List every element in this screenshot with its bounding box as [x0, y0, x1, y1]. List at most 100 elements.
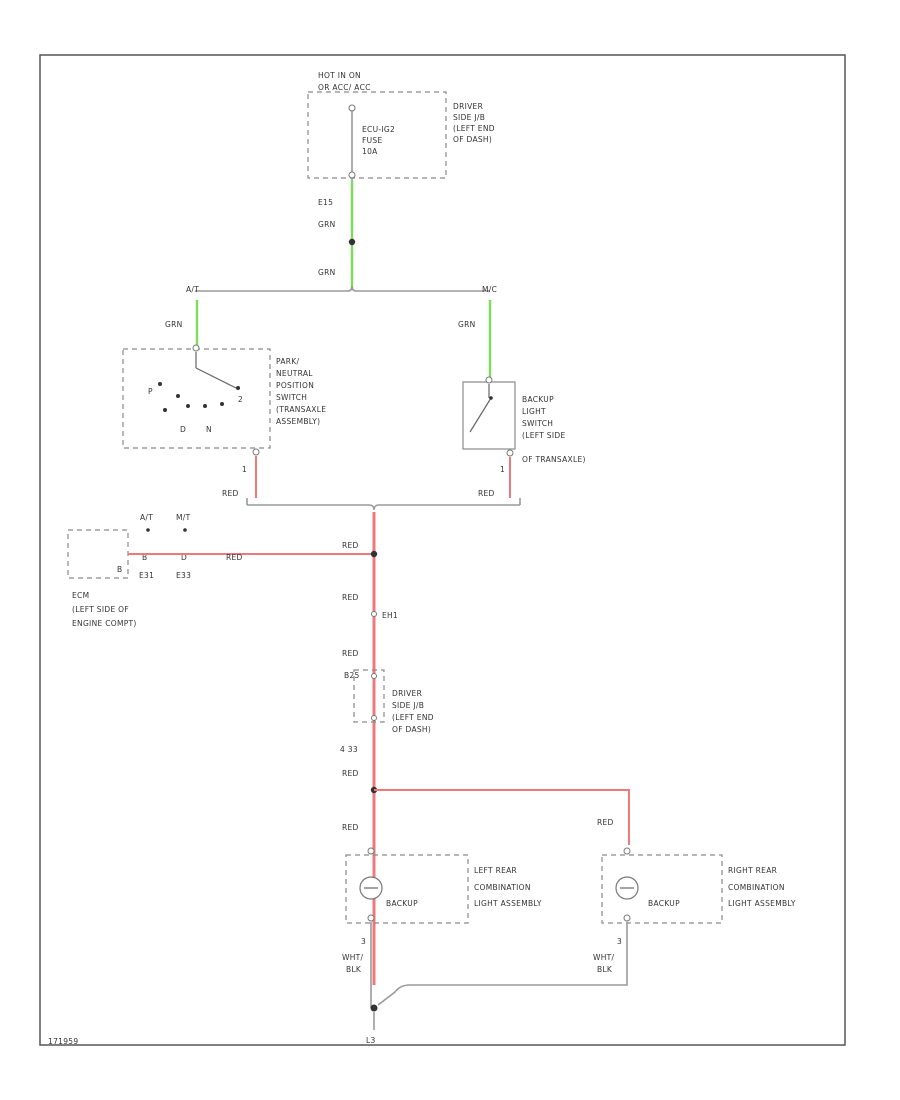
- fuse-terminal-bottom: [348, 171, 356, 179]
- right-lamp-pin: 3: [617, 937, 622, 946]
- connector-eh1: EH1: [382, 611, 398, 620]
- wire-gnd-right: [377, 922, 628, 1006]
- pnp-terminal-bottom: [252, 448, 260, 456]
- left-lamp-terminal-bottom: [367, 914, 375, 922]
- left-lamp-bulb: BACKUP: [386, 899, 418, 908]
- ecm-pin-e33: E33: [176, 571, 191, 580]
- pnp-label-5: (TRANSAXLE: [276, 405, 326, 414]
- wire-color-red-trunk-4: RED: [342, 769, 359, 778]
- ecm-col1-dot: [146, 528, 150, 532]
- left-lamp-label-3: LIGHT ASSEMBLY: [474, 899, 542, 908]
- wire-color-gnd-right-1: WHT/: [593, 953, 615, 962]
- pnp-pos-2: 2: [238, 395, 243, 404]
- wire-color-gnd-left-1: WHT/: [342, 953, 364, 962]
- left-lamp-pin: 3: [361, 937, 366, 946]
- fuse-location-2: SIDE J/B: [453, 113, 485, 122]
- fuse-location-3: (LEFT END: [453, 124, 495, 133]
- wire-color-gnd-right-2: BLK: [597, 965, 613, 974]
- ecm-label-3: ENGINE COMPT): [72, 619, 137, 628]
- left-lamp-terminal-top: [367, 847, 375, 855]
- jb-lower-location-4: OF DASH): [392, 725, 431, 734]
- pnp-pos-1: P: [148, 387, 153, 396]
- wire-color-red-right-lamp: RED: [597, 818, 614, 827]
- pnp-label-1: PARK/: [276, 357, 300, 366]
- wire-color-gnd-left-2: BLK: [346, 965, 362, 974]
- pin-e15: E15: [318, 198, 333, 207]
- fuse-name-1: ECU-IG2: [362, 125, 395, 134]
- wire-color-red-trunk-2: RED: [342, 593, 359, 602]
- diagram-code: 171959: [48, 1037, 78, 1046]
- jb-lower-terminal-top: [371, 673, 377, 679]
- wire-color-grn-2: GRN: [318, 268, 336, 277]
- fuse-name-2: FUSE: [362, 136, 383, 145]
- ecm-label-2: (LEFT SIDE OF: [72, 605, 129, 614]
- jb-lower-location-3: (LEFT END: [392, 713, 434, 722]
- pnp-pos-3: D: [180, 425, 186, 434]
- ecm-col1-top: A/T: [140, 513, 153, 522]
- pnp-contact-d: [186, 404, 190, 408]
- backup-switch-label-5: OF TRANSAXLE): [522, 455, 586, 464]
- diagram-frame: [39, 54, 846, 1046]
- jb-lower-location-2: SIDE J/B: [392, 701, 424, 710]
- ecm-pin-e31: E31: [139, 571, 154, 580]
- ecm-col2-dot: [183, 528, 187, 532]
- right-lamp-label-3: LIGHT ASSEMBLY: [728, 899, 796, 908]
- pnp-label-6: ASSEMBLY): [276, 417, 320, 426]
- pnp-label-4: SWITCH: [276, 393, 307, 402]
- power-label-line1: HOT IN ON: [318, 71, 361, 80]
- wire-color-red-trunk-3: RED: [342, 649, 359, 658]
- wire-color-red-pnp: RED: [222, 489, 239, 498]
- wire-color-grn-1: GRN: [318, 220, 336, 229]
- right-lamp-label-1: RIGHT REAR: [728, 866, 777, 875]
- wire-color-grn-left: GRN: [165, 320, 183, 329]
- pnp-terminal-top: [192, 344, 200, 352]
- ecm-label-1: ECM: [72, 591, 89, 600]
- wire-color-red-left-lamp: RED: [342, 823, 359, 832]
- eh1-terminal: [371, 611, 377, 617]
- wire-color-red-backup-switch: RED: [478, 489, 495, 498]
- right-lamp-terminal-bottom: [623, 914, 631, 922]
- backup-switch-terminal-top: [485, 376, 493, 384]
- power-label-line2: OR ACC/ ACC: [318, 83, 371, 92]
- wire-color-grn-right: GRN: [458, 320, 476, 329]
- wire-join-bus: [247, 504, 520, 511]
- ecm-pin-d: D: [181, 553, 187, 562]
- pnp-pin: 1: [242, 465, 247, 474]
- right-lamp-bulb: BACKUP: [648, 899, 680, 908]
- wire-color-red-trunk-1: RED: [342, 541, 359, 550]
- pnp-contact-l: [220, 402, 224, 406]
- jb-lower-box: [353, 669, 385, 723]
- pnp-label-2: NEUTRAL: [276, 369, 313, 378]
- left-lamp-box: [345, 854, 469, 924]
- fuse-terminal-top: [348, 104, 356, 112]
- pnp-contact-2: [203, 404, 207, 408]
- splice-grn: [348, 238, 356, 246]
- wire-split-bus: [195, 285, 490, 292]
- jb-lower-pin-bottom: 4 33: [340, 745, 358, 754]
- ground-splice: [370, 1004, 378, 1012]
- fuse-rating: 10A: [362, 147, 378, 156]
- pnp-pos-4: N: [206, 425, 212, 434]
- pnp-label-3: POSITION: [276, 381, 314, 390]
- pnp-switch-arm: [195, 367, 237, 389]
- backup-switch-terminal-bottom: [506, 449, 514, 457]
- ecm-pin-b: B: [142, 553, 147, 562]
- backup-switch-label-4: (LEFT SIDE: [522, 431, 565, 440]
- backup-switch-label-2: LIGHT: [522, 407, 546, 416]
- left-lamp-label-1: LEFT REAR: [474, 866, 517, 875]
- backup-switch-contact: [489, 396, 493, 400]
- wire-color-red-ecm: RED: [226, 553, 243, 562]
- fuse-location-1: DRIVER: [453, 102, 483, 111]
- jb-lower-pin-top: B25: [344, 671, 360, 680]
- pnp-contact-r: [176, 394, 180, 398]
- pnp-contact-common: [236, 386, 240, 390]
- left-lamp-label-2: COMBINATION: [474, 883, 531, 892]
- backup-switch-arm: [469, 397, 492, 433]
- right-lamp-terminal-top: [623, 847, 631, 855]
- backup-switch-label-3: SWITCH: [522, 419, 553, 428]
- backup-switch-pin: 1: [500, 465, 505, 474]
- pnp-contact-n: [163, 408, 167, 412]
- jb-lower-terminal-bottom: [371, 715, 377, 721]
- conn-left-label: A/T: [186, 285, 199, 294]
